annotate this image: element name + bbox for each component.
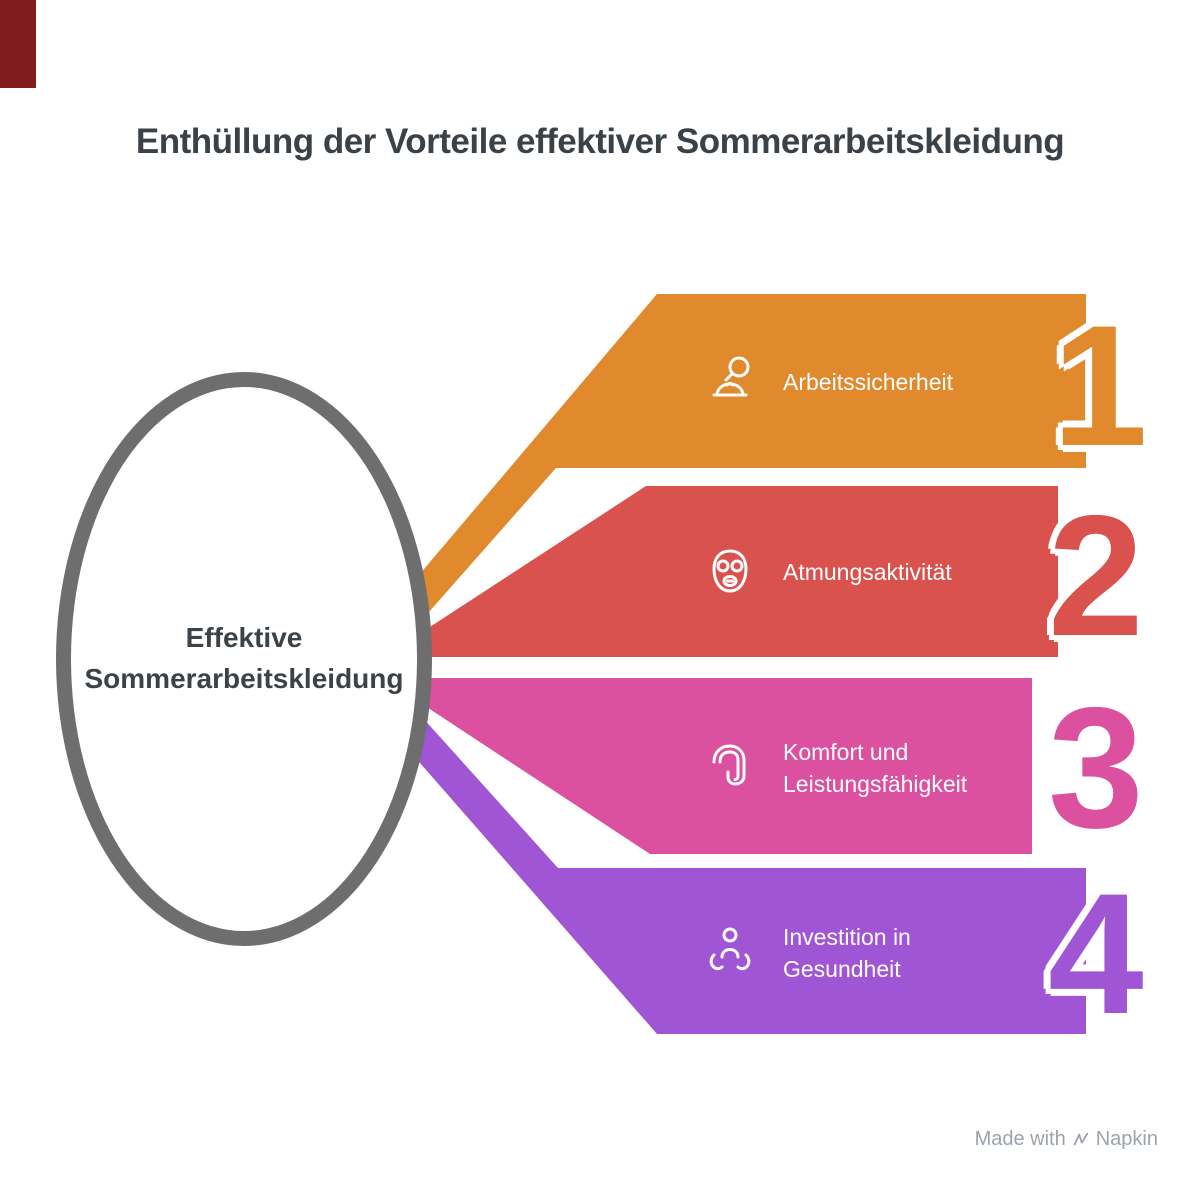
center-node-label: Effektive Sommerarbeitskleidung xyxy=(56,372,432,946)
gas-mask-icon xyxy=(712,549,748,593)
person-care-icon xyxy=(709,927,751,971)
center-node-line2: Sommerarbeitskleidung xyxy=(84,663,404,694)
band-4-label-line2: Gesundheit xyxy=(783,956,901,982)
band-4-label: Investition in Gesundheit xyxy=(783,921,911,985)
band-3-label: Komfort und Leistungsfähigkeit xyxy=(783,736,967,800)
band-2-number: 2 xyxy=(1048,480,1144,672)
band-4-number: 4 xyxy=(1048,858,1144,1050)
band-3-label-line1: Komfort und xyxy=(783,739,909,765)
band-4-label-line1: Investition in xyxy=(783,924,911,950)
watermark-prefix: Made with xyxy=(974,1128,1066,1150)
fabric-hook-icon xyxy=(712,744,746,786)
band-3-number: 3 xyxy=(1048,672,1144,864)
napkin-logo-icon xyxy=(1073,1132,1088,1145)
corner-artifact xyxy=(0,0,36,88)
center-node-line1: Effektive xyxy=(185,622,303,654)
band-1-label: Arbeitssicherheit xyxy=(783,366,953,398)
band-2-label: Atmungsaktivität xyxy=(783,556,952,588)
page-title: Enthüllung der Vorteile effektiver Somme… xyxy=(135,122,1065,161)
band-3-label-line2: Leistungsfähigkeit xyxy=(783,771,968,797)
band-4-shape xyxy=(413,707,1086,1034)
band-2-label-line1: Atmungsaktivität xyxy=(783,559,952,585)
band-1-shape xyxy=(413,294,1086,630)
band-1-number: 1 xyxy=(1052,290,1148,482)
band-1-label-line1: Arbeitssicherheit xyxy=(783,369,954,395)
helmet-magnifier-icon xyxy=(712,356,750,397)
band-3-shape xyxy=(413,678,1032,854)
watermark-brand: Napkin xyxy=(1095,1128,1158,1150)
watermark: Made with Napkin xyxy=(975,1128,1158,1151)
